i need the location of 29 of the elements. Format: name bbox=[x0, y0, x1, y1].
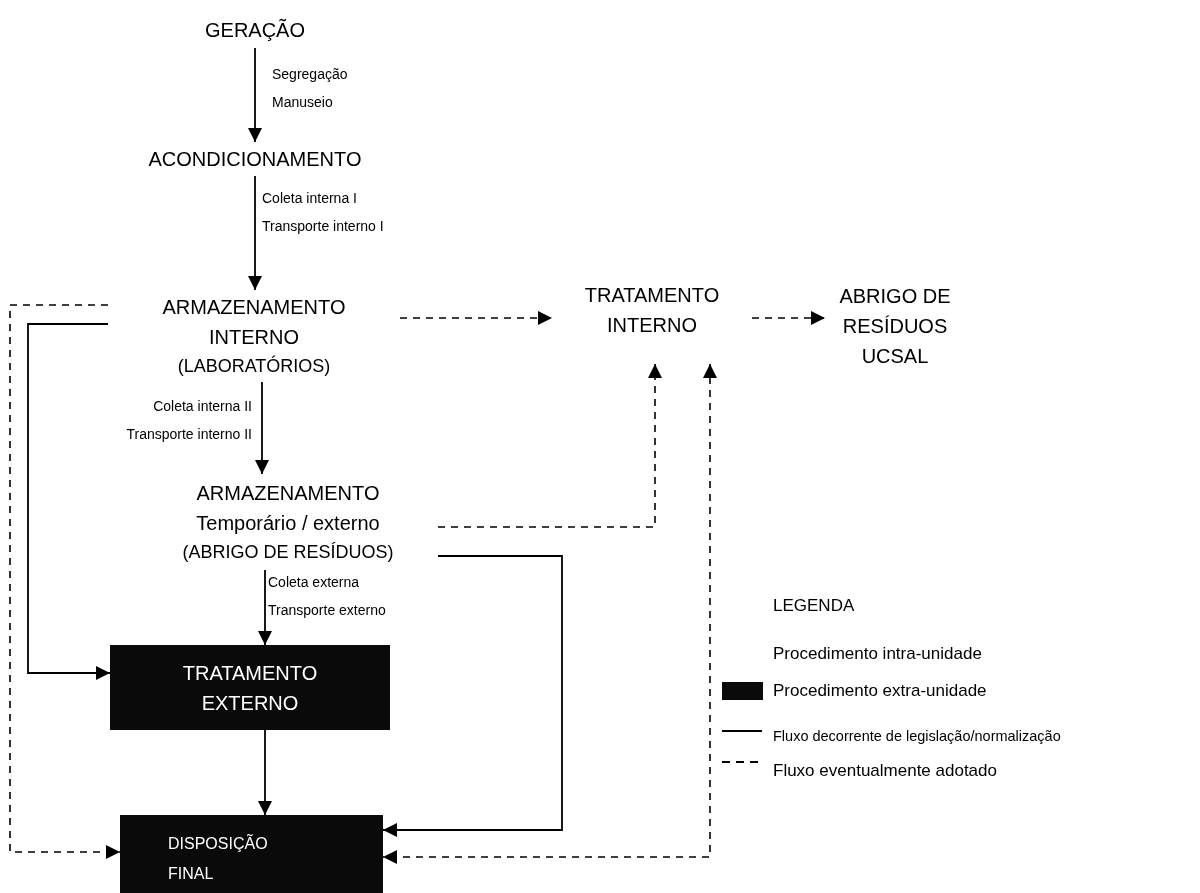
node-subtitle: (ABRIGO DE RESÍDUOS) bbox=[182, 541, 394, 564]
arrow bbox=[255, 381, 269, 475]
node-title: ABRIGO DE RESÍDUOS UCSAL bbox=[838, 284, 952, 369]
arrow bbox=[248, 47, 262, 143]
arrow bbox=[751, 311, 826, 325]
legend-title: LEGENDA bbox=[773, 596, 855, 616]
node-title: DISPOSIÇÃO FINAL bbox=[168, 833, 269, 884]
arrow bbox=[9, 304, 121, 859]
arrow bbox=[382, 555, 563, 837]
process-box bbox=[110, 645, 390, 730]
legend-text: Fluxo eventualmente adotado bbox=[773, 760, 997, 782]
arrow bbox=[437, 363, 662, 528]
node-subtitle: (LABORATÓRIOS) bbox=[177, 354, 331, 378]
legend-text: Procedimento extra-unidade bbox=[773, 680, 987, 702]
node-title: ACONDICIONAMENTO bbox=[148, 147, 362, 172]
legend-text: Procedimento intra-unidade bbox=[773, 643, 982, 665]
node-title: ARMAZENAMENTO INTERNO bbox=[161, 295, 347, 350]
node-title: ARMAZENAMENTO Temporário / externo bbox=[195, 481, 381, 536]
node-title: GERAÇÃO bbox=[205, 17, 305, 43]
arrow bbox=[382, 363, 717, 864]
process-box bbox=[120, 815, 383, 893]
arrow bbox=[27, 323, 111, 680]
legend-text: Fluxo decorrente de legislação/normalização bbox=[773, 727, 1061, 746]
node-title: TRATAMENTO INTERNO bbox=[583, 283, 721, 338]
arrow bbox=[399, 311, 553, 325]
arrow bbox=[258, 729, 272, 816]
arrow bbox=[248, 175, 262, 291]
arrow bbox=[258, 569, 272, 646]
node-title: TRATAMENTO EXTERNO bbox=[181, 660, 319, 716]
